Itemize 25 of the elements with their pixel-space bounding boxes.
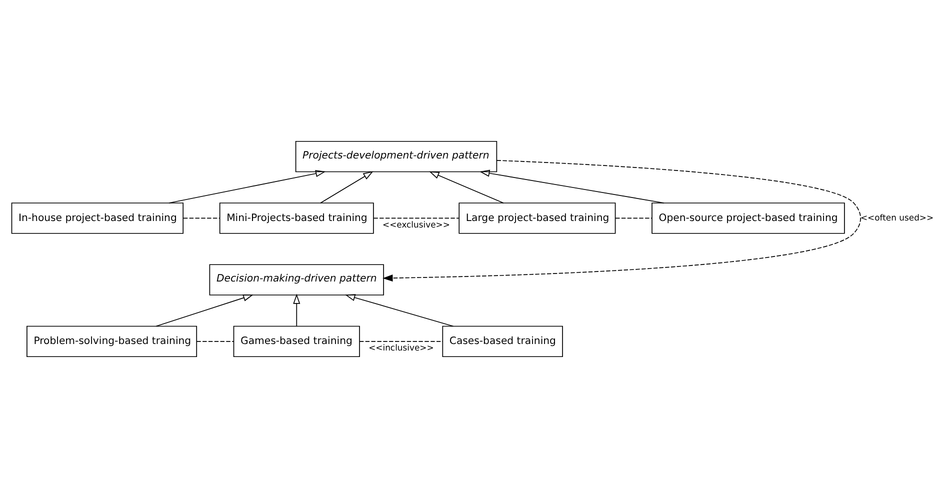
arrow <box>320 170 374 203</box>
node-box: In-house project-based training <box>11 202 184 234</box>
edge-label: <<exclusive>> <box>382 218 450 229</box>
node-box: Large project-based training <box>458 202 616 234</box>
node-box: Open-source project-based training <box>652 202 845 234</box>
connector <box>615 217 652 218</box>
arrow <box>345 294 454 326</box>
connector <box>196 340 234 342</box>
node-box: Problem-solving-based training <box>26 325 198 357</box>
arrow <box>156 294 254 326</box>
connector <box>359 340 443 342</box>
arrow <box>480 169 664 203</box>
node-box: Cases-based training <box>442 325 563 357</box>
arrow <box>293 293 300 326</box>
connector <box>373 217 460 218</box>
node-box: Decision-making-driven pattern <box>209 264 384 295</box>
edge-label: <<inclusive>> <box>368 342 434 352</box>
node-box: Mini-Projects-based training <box>219 202 374 234</box>
connector <box>183 217 220 218</box>
arrow <box>168 170 326 203</box>
node-box: Games-based training <box>233 325 360 357</box>
node-box: Projects-development-driven pattern <box>295 140 498 172</box>
arrow <box>382 159 861 282</box>
edge-label: <<often used>> <box>860 212 934 222</box>
arrow <box>429 170 504 203</box>
